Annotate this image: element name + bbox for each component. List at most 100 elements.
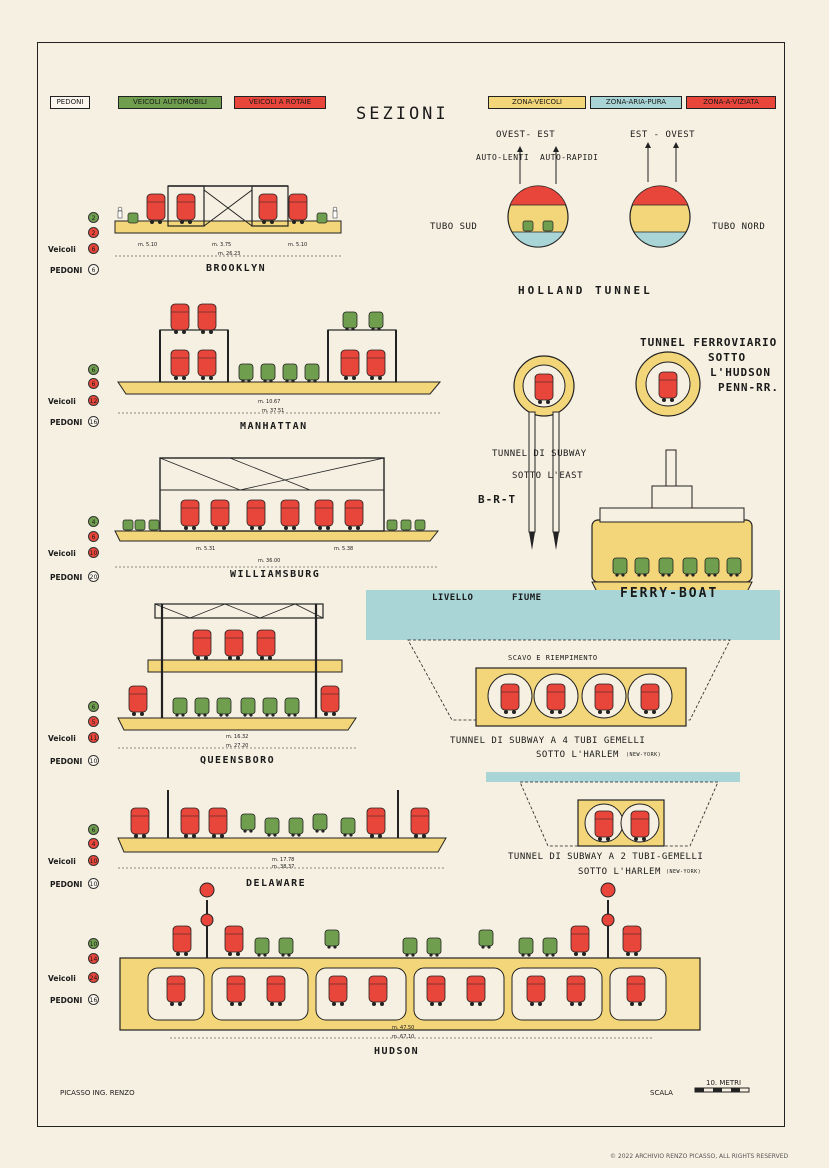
count-williamsburg-auto: 4 [88, 516, 99, 527]
holland-auto-rapidi: AUTO-RAPIDI [540, 153, 599, 162]
label-veicoli-williamsburg: Veicoli [48, 549, 76, 558]
harlem2-line1: TUNNEL DI SUBWAY A 2 TUBI-GEMELLI [508, 852, 704, 862]
rail-tunnel-line1: TUNNEL FERROVIARIO [640, 336, 778, 349]
bridge-name-manhattan: MANHATTAN [240, 421, 308, 432]
dim-queensboro-1: m. 16.32 [226, 734, 249, 740]
rail-tunnel-line2: SOTTO [708, 351, 747, 364]
harlem4-line1: TUNNEL DI SUBWAY A 4 TUBI GEMELLI [450, 736, 646, 746]
count-delaware-rail: 4 [88, 838, 99, 849]
count-manhattan-pedoni: 16 [88, 416, 99, 427]
harlem4-line2: SOTTO L'HARLEM [536, 750, 619, 760]
ferry-boat-drawing [591, 449, 753, 607]
label-veicoli-queensboro: Veicoli [48, 734, 76, 743]
harlem4-ny: (NEW-YORK) [626, 752, 662, 758]
ferry-boat-name: FERRY-BOAT [620, 586, 719, 601]
subway-east-brt: B-R-T [478, 493, 517, 506]
dim-manhattan-2: m. 37.51 [262, 408, 285, 414]
hudson-section [119, 882, 701, 1039]
river-fiume: FIUME [512, 593, 542, 603]
brt-subway-drawing [513, 355, 575, 550]
holland-dir-left: OVEST- EST [496, 130, 556, 140]
label-veicoli-delaware: Veicoli [48, 857, 76, 866]
count-queensboro-pedoni: 10 [88, 755, 99, 766]
count-williamsburg-rail: 6 [88, 531, 99, 542]
legend-zona-aria-pura: ZONA-ARIA-PURA [590, 96, 682, 109]
label-pedoni-williamsburg: PEDONI [50, 573, 83, 582]
count-queensboro-veicoli: 11 [88, 732, 99, 743]
harlem2-line2: SOTTO L'HARLEM [578, 867, 661, 877]
queensboro-section [117, 603, 357, 749]
dim-queensboro-2: m. 27.20 [226, 743, 249, 749]
subway-east-line1: TUNNEL DI SUBWAY [492, 449, 587, 459]
count-manhattan-auto: 6 [88, 364, 99, 375]
bridge-name-delaware: DELAWARE [246, 878, 307, 889]
count-williamsburg-pedoni: 20 [88, 571, 99, 582]
label-pedoni-brooklyn: PEDONI [50, 266, 83, 275]
rail-tunnel-line4: PENN-RR. [718, 381, 779, 394]
count-hudson-veicoli: 24 [88, 972, 99, 983]
label-pedoni-hudson: PEDONI [50, 996, 83, 1005]
label-pedoni-manhattan: PEDONI [50, 418, 83, 427]
count-hudson-rail: 14 [88, 953, 99, 964]
dim-brooklyn-1: m. 5.10 [138, 242, 158, 248]
count-hudson-auto: 10 [88, 938, 99, 949]
count-brooklyn-veicoli: 6 [88, 243, 99, 254]
footer-scala: SCALA [650, 1089, 673, 1097]
legend-zona-veicoli: ZONA-VEICOLI [488, 96, 586, 109]
dim-manhattan-1: m. 10.67 [258, 399, 281, 405]
manhattan-section [117, 303, 442, 414]
legend-pedoni: PEDONI [50, 96, 90, 109]
dim-brooklyn-4: m. 26.23 [218, 251, 241, 257]
count-delaware-pedoni: 10 [88, 878, 99, 889]
holland-tunnel-name: HOLLAND TUNNEL [518, 284, 653, 297]
dim-delaware-1: m. 17.78 [272, 857, 295, 863]
dim-brooklyn-3: m. 5.10 [288, 242, 308, 248]
river-drawing [366, 590, 780, 847]
legend-zona-a-viziata: ZONA-A-VIZIATA [686, 96, 776, 109]
rail-tunnel-line3: L'HUDSON [710, 366, 771, 379]
dim-williamsburg-1: m. 5.31 [196, 546, 216, 552]
label-veicoli-hudson: Veicoli [48, 974, 76, 983]
dim-delaware-2: m. 38.37 [272, 864, 295, 870]
label-pedoni-delaware: PEDONI [50, 880, 83, 889]
count-manhattan-rail: 6 [88, 378, 99, 389]
bridge-name-queensboro: QUEENSBORO [200, 755, 276, 766]
legend-veicoli-a-rotaie: VEICOLI A ROTAIE [234, 96, 326, 109]
holland-dir-right: EST - OVEST [630, 130, 696, 140]
bridge-name-williamsburg: WILLIAMSBURG [230, 569, 321, 580]
count-queensboro-auto: 6 [88, 701, 99, 712]
footer-metri: 10. METRI [706, 1079, 742, 1087]
dim-brooklyn-2: m. 3.75 [212, 242, 232, 248]
subway-east-line2: SOTTO L'EAST [512, 471, 584, 481]
footer-author: PICASSO ING. RENZO [60, 1089, 135, 1097]
count-delaware-auto: 6 [88, 824, 99, 835]
count-queensboro-rail: 5 [88, 716, 99, 727]
holland-tubo-nord: TUBO NORD [712, 222, 766, 232]
count-delaware-veicoli: 10 [88, 855, 99, 866]
bridge-name-brooklyn: BROOKLYN [206, 263, 267, 274]
label-veicoli-brooklyn: Veicoli [48, 245, 76, 254]
dim-williamsburg-3: m. 36.00 [258, 558, 281, 564]
holland-tubo-sud: TUBO SUD [430, 222, 478, 232]
label-veicoli-manhattan: Veicoli [48, 397, 76, 406]
dim-hudson-2: m. 67.10 [392, 1034, 415, 1040]
scale-bar [694, 1087, 750, 1093]
holland-auto-lenti: AUTO-LENTI [476, 153, 530, 162]
count-brooklyn-rail: 2 [88, 227, 99, 238]
delaware-section [117, 790, 447, 869]
bridge-name-hudson: HUDSON [374, 1046, 420, 1057]
river-scavo: SCAVO E RIEMPIMENTO [508, 654, 598, 662]
penn-rail-tunnel-drawing [635, 351, 701, 417]
count-manhattan-veicoli: 12 [88, 395, 99, 406]
page-title: SEZIONI [356, 104, 449, 124]
harlem2-ny: (NEW-YORK) [666, 869, 702, 875]
footer-copyright: © 2022 ARCHIVIO RENZO PICASSO, ALL RIGHT… [610, 1153, 789, 1160]
dim-hudson-1: m. 47.50 [392, 1025, 415, 1031]
count-hudson-pedoni: 16 [88, 994, 99, 1005]
river-livello: LIVELLO [432, 593, 474, 603]
brooklyn-section [114, 185, 342, 257]
count-williamsburg-veicoli: 10 [88, 547, 99, 558]
label-pedoni-queensboro: PEDONI [50, 757, 83, 766]
dim-williamsburg-2: m. 5.38 [334, 546, 354, 552]
